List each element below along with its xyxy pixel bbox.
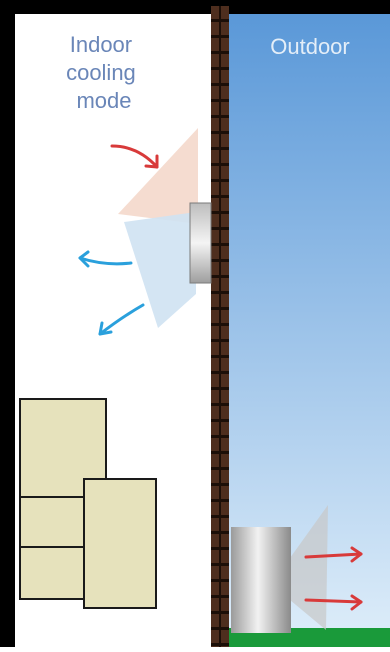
arrow-right-icon [110, 144, 159, 169]
compressor-icon [231, 527, 291, 633]
exhaust-air-fan [290, 505, 328, 630]
arrow-right-icon [304, 546, 363, 563]
indoor-label-line: Indoor [70, 32, 132, 57]
arrow-left-icon [98, 303, 145, 336]
furniture [19, 398, 157, 609]
air-handler-icon [189, 202, 212, 284]
indoor-label: Indoor cooling mode [66, 32, 142, 113]
outdoor-label: Outdoor [270, 34, 350, 59]
warm-air-intake-fan [118, 128, 198, 224]
indoor-label-line: mode [76, 88, 131, 113]
brick-wall [211, 6, 229, 647]
indoor-label-line: cooling [66, 60, 136, 85]
arrow-left-icon [78, 250, 133, 268]
cool-air-output-fan [124, 212, 196, 328]
arrow-right-icon [304, 594, 363, 611]
